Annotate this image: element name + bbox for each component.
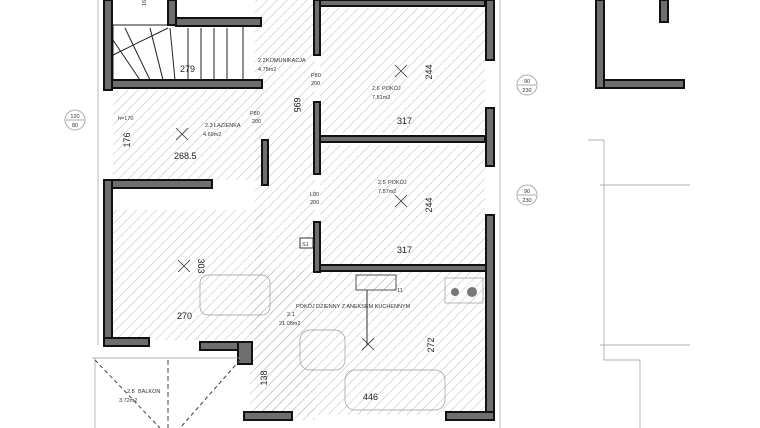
svg-text:244: 244	[424, 197, 434, 212]
svg-text:446: 446	[363, 392, 378, 402]
walls	[103, 0, 685, 421]
svg-text:11: 11	[397, 288, 403, 294]
svg-text:2.8: 2.8	[127, 389, 135, 395]
svg-text:279: 279	[180, 64, 195, 74]
svg-text:POKÓJ: POKÓJ	[382, 85, 401, 92]
svg-text:230: 230	[522, 88, 531, 94]
svg-text:695: 695	[292, 97, 302, 112]
svg-text:7.51m2: 7.51m2	[372, 95, 390, 101]
room-label-lazienka: 2.3 ŁAZIENKA 4.69m2	[203, 123, 241, 138]
svg-text:138: 138	[259, 370, 269, 385]
svg-text:244: 244	[424, 64, 434, 79]
svg-text:80: 80	[72, 123, 78, 129]
svg-text:2.2: 2.2	[258, 58, 266, 64]
svg-text:2.1: 2.1	[287, 312, 295, 318]
svg-text:POKÓJ DZIENNY Z ANEKSEM KUCHEN: POKÓJ DZIENNY Z ANEKSEM KUCHENNYM	[296, 303, 411, 310]
room-label-pokoj-25: 2.5 POKÓJ 7.57m2	[378, 179, 407, 195]
svg-text:270: 270	[177, 311, 192, 321]
window-tag: 90 230	[516, 184, 538, 206]
svg-text:ŁAZIENKA: ŁAZIENKA	[214, 123, 241, 129]
svg-text:21.05m2: 21.05m2	[279, 321, 300, 327]
room-label-pokoj-dzienny: POKÓJ DZIENNY Z ANEKSEM KUCHENNYM 2.1 21…	[279, 303, 411, 327]
svg-text:POKÓJ: POKÓJ	[388, 179, 407, 186]
svg-text:230: 230	[522, 198, 531, 204]
svg-text:P80: P80	[311, 73, 321, 79]
svg-text:4.75m2: 4.75m2	[258, 67, 276, 73]
svg-text:90: 90	[524, 189, 530, 195]
staircase	[112, 24, 244, 81]
room-label-pokoj-26: 2.6 POKÓJ 7.51m2	[372, 85, 401, 101]
window-tag: 90 230	[516, 74, 538, 96]
svg-text:200: 200	[252, 119, 261, 125]
s1-tag	[299, 237, 314, 249]
svg-text:2.3: 2.3	[205, 123, 213, 129]
svg-text:7.57m2: 7.57m2	[378, 189, 396, 195]
svg-text:268.5: 268.5	[174, 151, 197, 161]
svg-text:90: 90	[524, 79, 530, 85]
svg-text:3.72m2: 3.72m2	[119, 398, 137, 404]
svg-text:2.5: 2.5	[378, 180, 386, 186]
svg-text:272: 272	[426, 337, 436, 352]
svg-text:16: 16	[142, 0, 148, 6]
svg-text:L80: L80	[310, 192, 319, 198]
svg-text:2.6: 2.6	[372, 86, 380, 92]
dimensions: 279 176 268.5 695 244 317 244 317 303 27…	[118, 0, 436, 402]
outlines	[92, 0, 690, 428]
svg-text:4.69m2: 4.69m2	[203, 132, 221, 138]
svg-text:h=170: h=170	[118, 116, 133, 122]
svg-text:200: 200	[311, 81, 320, 87]
svg-text:303: 303	[196, 258, 206, 273]
svg-text:200: 200	[310, 200, 319, 206]
svg-text:317: 317	[397, 245, 412, 255]
window-tag: 120 80	[64, 109, 86, 131]
room-label-komunikacja: 2.2 KOMUNIKACJA 4.75m2	[258, 58, 306, 73]
svg-text:176: 176	[122, 132, 132, 147]
svg-text:317: 317	[397, 116, 412, 126]
svg-text:BALKON: BALKON	[138, 389, 160, 395]
s1-label: S1	[302, 242, 309, 248]
room-label-balkon: 2.8 BALKON 3.72m2	[119, 389, 160, 404]
svg-text:KOMUNIKACJA: KOMUNIKACJA	[266, 58, 306, 64]
door-label: P80 200 P80 200 L80 200	[250, 73, 321, 206]
svg-text:P80: P80	[250, 111, 260, 117]
svg-text:120: 120	[70, 114, 79, 120]
